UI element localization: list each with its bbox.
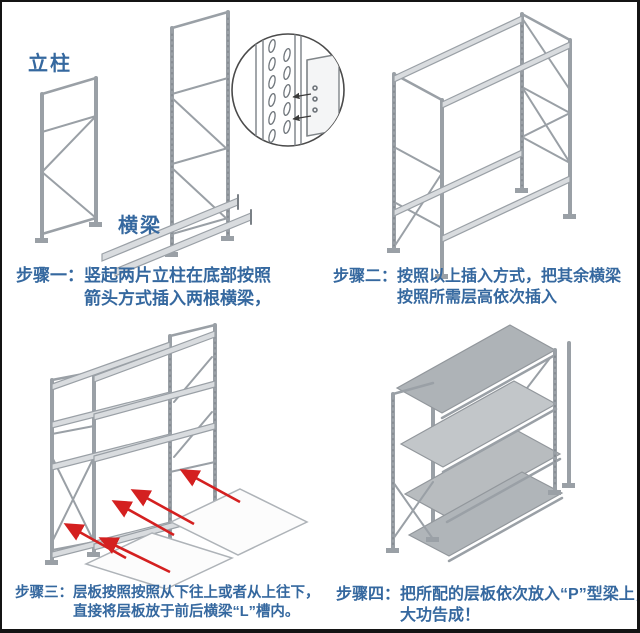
upright-frame-small [35, 76, 102, 243]
beam-label: 横梁 [118, 215, 162, 237]
step-3-line1: 层板按照按照从下往上或者从上往下， [73, 585, 320, 601]
step-3-label: 步骤三： [15, 585, 73, 601]
step1-figure [35, 10, 252, 277]
step-1-text: 步骤一： 竖起两片立柱在底部按照 箭头方式插入两根横梁， [16, 265, 271, 311]
loose-beams [101, 194, 252, 277]
inserted-beams [393, 15, 571, 243]
step4-figure [386, 324, 575, 563]
beam-hook-detail-inset [231, 33, 345, 147]
step2-figure [387, 12, 576, 279]
step-4-label: 步骤四： [336, 586, 401, 603]
beam-end-bracket [292, 53, 340, 137]
step-4-line1: 把所配的层板依次放入“P”型梁上， [400, 586, 640, 603]
step-2-label: 步骤二： [333, 268, 398, 285]
step-3-text: 步骤三： 层板按照按照从下往上或者从上往下， 直接将层板放于前后横梁“L”槽内。 [15, 584, 320, 623]
step-1-line1: 竖起两片立柱在底部按照 [84, 266, 271, 285]
step-4-line2: 大功告成！ [400, 607, 481, 625]
step-1-line2: 箭头方式插入两根横梁， [84, 288, 271, 308]
step-4-text: 步骤四： 把所配的层板依次放入“P”型梁上， 大功告成！ [336, 584, 640, 627]
upright-frame-tall [165, 10, 234, 257]
step-3-line2: 直接将层板放于前后横梁“L”槽内。 [73, 604, 300, 621]
upright-label: 立柱 [28, 53, 72, 75]
step3-figure [45, 323, 309, 590]
insert-direction-arrows [63, 469, 241, 574]
step-2-line1: 按照以上插入方式，把其余横梁 [397, 268, 622, 285]
step-2-line2: 按照所需层高依次插入 [397, 289, 558, 307]
step-1-label: 步骤一： [16, 266, 84, 285]
installed-shelves [395, 324, 564, 563]
step-2-text: 步骤二： 按照以上插入方式，把其余横梁 按照所需层高依次插入 [333, 266, 621, 309]
